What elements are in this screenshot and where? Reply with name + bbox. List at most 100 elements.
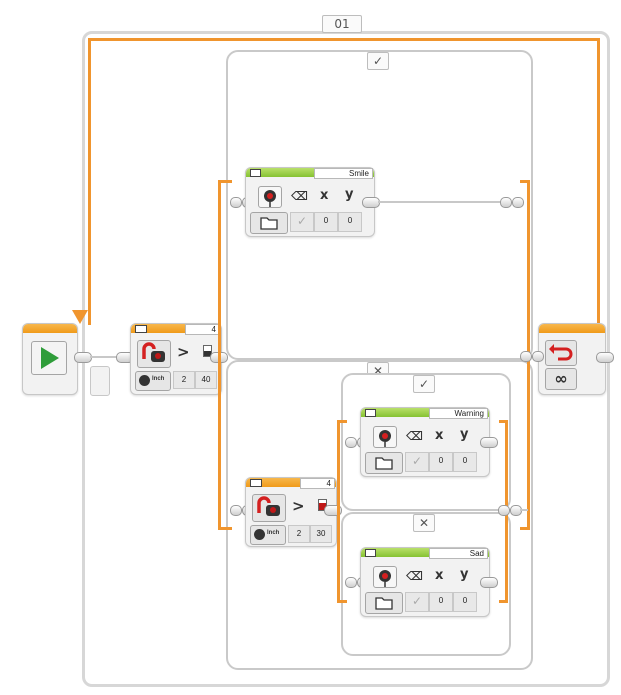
switch-outer-port[interactable]: 4 [185, 324, 220, 335]
switch-inner-header [246, 478, 336, 487]
switch-outer-value-1[interactable]: 40 [195, 371, 217, 389]
loop-name-label[interactable]: 01 [322, 15, 362, 33]
case-true-out-plug[interactable] [500, 197, 524, 208]
display-smile-x-label: x [320, 188, 329, 203]
ultrasonic-sensor-icon [257, 496, 280, 516]
switch-inner-wire-left [337, 420, 340, 603]
display-warning-mode-icon [365, 409, 376, 417]
switch-outer-compare-symbol: > [177, 343, 190, 361]
display-block-warning[interactable]: Warning ⌫ x y ✓ 0 0 [360, 407, 490, 477]
display-block-smile[interactable]: Smile ⌫ x y ✓ 0 0 [245, 167, 375, 237]
switch-outer-mode-icon [139, 375, 150, 386]
display-warning-header [361, 408, 489, 417]
loop-arrow-icon [549, 344, 573, 361]
switch-inner-wire-right-bottom [499, 600, 508, 603]
start-block[interactable] [22, 323, 78, 395]
folder-icon [375, 457, 393, 470]
switch-inner-port[interactable]: 4 [300, 478, 335, 489]
switch-outer-value-0[interactable]: 2 [173, 371, 195, 389]
switch-outer-port-icon [135, 325, 147, 333]
switch-inner-tab-false[interactable]: ✕ [413, 514, 435, 532]
ultrasonic-sensor-icon [142, 342, 165, 362]
display-smile-image-button[interactable] [258, 186, 282, 208]
display-warning-filename[interactable]: Warning [429, 408, 488, 419]
start-header [23, 324, 77, 333]
switch-inner-out-plug[interactable] [324, 505, 342, 516]
display-warning-out-plug[interactable] [480, 437, 498, 448]
display-block-sad[interactable]: Sad ⌫ x y ✓ 0 0 [360, 547, 490, 617]
eraser-icon: ⌫ [406, 429, 423, 443]
switch-inner-value-0[interactable]: 2 [288, 525, 310, 543]
display-sad-folder-button[interactable] [365, 592, 403, 614]
display-smile-x-value[interactable]: 0 [314, 212, 338, 232]
switch-outer-threshold-icon [203, 345, 212, 357]
switch-inner-mode-label: Inch [267, 530, 280, 536]
switch-inner-sensor-button[interactable] [252, 494, 286, 522]
display-warning-y-label: y [460, 427, 469, 442]
check-icon: ✓ [411, 594, 423, 608]
switch-inner-merge-plug[interactable] [498, 505, 522, 516]
switch-outer-header [131, 324, 221, 333]
start-button[interactable] [31, 341, 67, 375]
switch-outer-wire-left [218, 180, 221, 530]
eraser-icon: ⌫ [406, 569, 423, 583]
switch-inner-port-icon [250, 479, 262, 487]
display-sad-x-value[interactable]: 0 [429, 592, 453, 612]
display-smile-folder-button[interactable] [250, 212, 288, 234]
display-sad-filename[interactable]: Sad [429, 548, 488, 559]
switch-inner-wire-left-bottom [337, 600, 347, 603]
display-sad-y-label: y [460, 567, 469, 582]
eraser-icon: ⌫ [291, 189, 308, 203]
switch-outer-merge-plug[interactable] [520, 351, 544, 362]
wire-inner-to-outer [520, 509, 528, 511]
loop-mode-button[interactable] [545, 340, 577, 366]
display-smile-y-value[interactable]: 0 [338, 212, 362, 232]
switch-inner-wire-left-top [337, 420, 347, 423]
switch-inner-wire-right-top [499, 420, 508, 423]
loop-end-block[interactable]: ∞ [538, 323, 606, 395]
display-sad-y-value[interactable]: 0 [453, 592, 477, 612]
switch-inner-value-1[interactable]: 30 [310, 525, 332, 543]
folder-icon [375, 597, 393, 610]
loop-wire-top [88, 38, 600, 41]
display-warning-clear-toggle[interactable]: ✓ [405, 452, 429, 472]
display-smile-filename[interactable]: Smile [314, 168, 373, 179]
display-sad-out-plug[interactable] [480, 577, 498, 588]
display-smile-mode-icon [250, 169, 261, 177]
loop-exit-plug[interactable] [596, 352, 614, 363]
switch-outer-block[interactable]: 4 > Inch 2 40 [130, 323, 222, 395]
wire-smile-out [378, 201, 502, 203]
folder-icon [260, 217, 278, 230]
loop-end-header [539, 324, 605, 333]
infinity-icon: ∞ [554, 369, 568, 388]
switch-outer-mode-label: Inch [152, 376, 165, 382]
display-warning-folder-button[interactable] [365, 452, 403, 474]
switch-inner-mode-button[interactable]: Inch [250, 525, 286, 545]
display-smile-clear-toggle[interactable]: ✓ [290, 212, 314, 232]
display-sad-x-label: x [435, 568, 444, 583]
display-sad-header [361, 548, 489, 557]
play-triangle-icon [41, 347, 59, 369]
loop-wire-right [597, 38, 600, 325]
switch-outer-tab-true[interactable]: ✓ [367, 52, 389, 70]
switch-inner-block[interactable]: 4 > Inch 2 30 [245, 477, 337, 547]
switch-outer-wire-right-top [520, 180, 530, 183]
loop-count-button[interactable]: ∞ [545, 368, 577, 390]
display-sad-image-button[interactable] [373, 566, 397, 588]
loop-entry-socket [90, 366, 110, 396]
display-warning-image-button[interactable] [373, 426, 397, 448]
display-brick-icon [379, 570, 391, 587]
switch-inner-compare-symbol: > [292, 497, 305, 515]
check-icon: ✓ [296, 214, 308, 228]
switch-outer-mode-button[interactable]: Inch [135, 371, 171, 391]
switch-outer-wire-right-bottom [520, 527, 530, 530]
display-warning-x-value[interactable]: 0 [429, 452, 453, 472]
switch-inner-tab-true[interactable]: ✓ [413, 375, 435, 393]
display-sad-mode-icon [365, 549, 376, 557]
switch-outer-wire-left-top [218, 180, 232, 183]
display-sad-clear-toggle[interactable]: ✓ [405, 592, 429, 612]
switch-outer-sensor-button[interactable] [137, 340, 171, 368]
display-warning-x-label: x [435, 428, 444, 443]
display-brick-icon [379, 430, 391, 447]
display-warning-y-value[interactable]: 0 [453, 452, 477, 472]
